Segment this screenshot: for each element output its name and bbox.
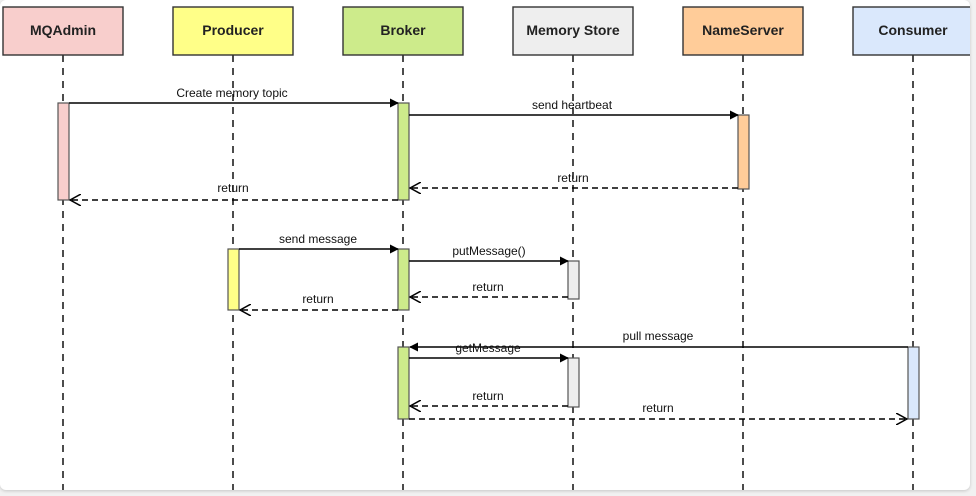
message-return-memorystore-broker-1[interactable]: return [410,280,568,297]
message-label: Create memory topic [176,86,287,100]
activation-memorystore-2 [567,357,580,408]
activation-consumer [907,346,920,420]
message-return-memorystore-broker-2[interactable]: return [410,389,568,406]
participant-box [342,6,464,56]
participant-headers: MQAdmin Producer Broker Memory Store Nam… [2,6,970,56]
message-label: pull message [623,329,694,343]
participant-label: Broker [380,22,426,38]
message-label: return [642,401,673,415]
message-label: send heartbeat [532,98,613,112]
message-label: return [302,292,333,306]
participant-consumer[interactable]: Consumer [852,6,970,56]
participant-label: Producer [202,22,264,38]
participant-broker[interactable]: Broker [342,6,464,56]
activation-nameserver [737,114,750,190]
activation-broker-3 [397,346,410,420]
message-pull-message[interactable]: pull message [409,329,908,352]
message-return-broker-producer[interactable]: return [240,292,398,310]
participant-producer[interactable]: Producer [172,6,294,56]
participant-label: Memory Store [526,22,620,38]
message-label: putMessage() [452,244,525,258]
message-label: return [472,280,503,294]
activation-producer [227,248,240,311]
message-send-message[interactable]: send message [239,232,399,254]
participant-box [512,6,634,56]
message-label: getMessage [455,341,521,355]
participant-box [682,6,804,56]
message-return-nameserver-broker[interactable]: return [410,171,738,188]
activation-bars [57,102,920,420]
participant-label: MQAdmin [30,22,96,38]
participant-mqadmin[interactable]: MQAdmin [2,6,124,56]
participant-box [172,6,294,56]
participant-nameserver[interactable]: NameServer [682,6,804,56]
activation-mqadmin [57,102,70,201]
message-label: return [557,171,588,185]
lifelines [62,55,914,490]
participant-memorystore[interactable]: Memory Store [512,6,634,56]
message-label: send message [279,232,357,246]
participant-label: Consumer [878,22,948,38]
participant-box [2,6,124,56]
participant-label: NameServer [702,22,784,38]
message-return-broker-consumer[interactable]: return [409,401,907,419]
participant-box [852,6,970,56]
message-get-message[interactable]: getMessage [409,341,569,363]
messages: Create memory topic send heartbeat retur… [69,86,908,419]
message-label: return [472,389,503,403]
activation-memorystore-1 [567,260,580,300]
message-create-memory-topic[interactable]: Create memory topic [69,86,399,108]
message-put-message[interactable]: putMessage() [409,244,569,266]
activation-broker-1 [397,102,410,201]
message-label: return [217,181,248,195]
message-send-heartbeat[interactable]: send heartbeat [409,98,739,120]
message-return-broker-mqadmin[interactable]: return [70,181,398,200]
activation-broker-2 [397,248,410,311]
